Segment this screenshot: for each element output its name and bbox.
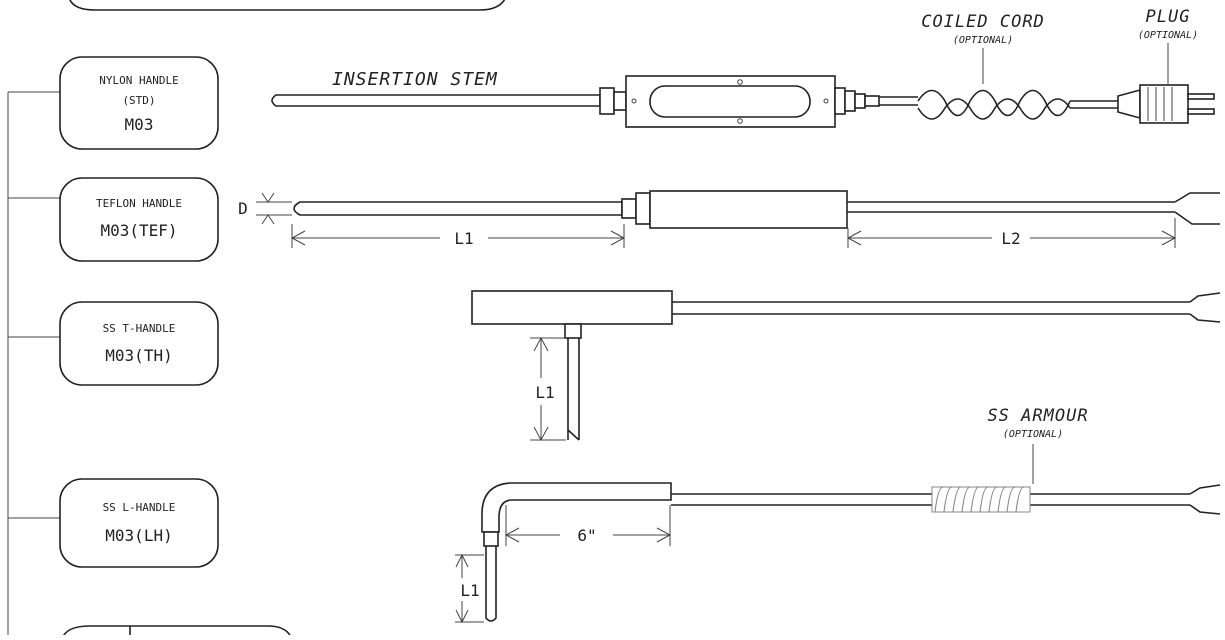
option-ss-l-handle: SS L-HANDLE M03(LH)	[59, 478, 219, 568]
option-code: M03(LH)	[105, 526, 172, 545]
option-code: M03	[125, 115, 154, 134]
bottom-partial-box	[63, 625, 293, 640]
l1-label: L1	[460, 581, 479, 600]
teflon-probe-drawing: D L1 L2	[238, 190, 1220, 248]
diameter-label: D	[238, 199, 248, 218]
l1-label: L1	[454, 229, 473, 248]
option-code: M03(TEF)	[100, 221, 177, 240]
option-teflon-handle: TEFLON HANDLE M03(TEF)	[59, 177, 219, 262]
nylon-probe-drawing: INSERTION STEM COILED	[271, 7, 1215, 128]
option-code: M03(TH)	[105, 346, 172, 365]
plug-label: PLUG	[1146, 7, 1191, 27]
ss-armour-label: SS ARMOUR	[987, 406, 1088, 426]
l2-label: L2	[1001, 229, 1020, 248]
ss-armour-note: (OPTIONAL)	[1003, 429, 1063, 440]
option-subtitle: (STD)	[122, 94, 155, 107]
l1-label: L1	[535, 383, 554, 402]
t-handle-probe-drawing: L1	[471, 290, 1221, 442]
six-inch-label: 6"	[577, 526, 596, 545]
option-title: TEFLON HANDLE	[96, 197, 182, 210]
coiled-cord-label: COILED CORD	[921, 12, 1045, 32]
plug-note: (OPTIONAL)	[1138, 30, 1198, 41]
coiled-cord-note: (OPTIONAL)	[953, 35, 1013, 46]
insertion-stem-label: INSERTION STEM	[332, 69, 498, 90]
option-connector-lines	[7, 91, 60, 635]
option-title: SS T-HANDLE	[103, 322, 176, 335]
l-handle-probe-drawing: SS ARMOUR (OPTIONAL) 6" L1	[455, 406, 1221, 624]
option-title: NYLON HANDLE	[99, 74, 178, 87]
option-ss-t-handle: SS T-HANDLE M03(TH)	[59, 301, 219, 386]
top-partial-box	[69, 0, 506, 11]
option-title: SS L-HANDLE	[103, 501, 176, 514]
option-nylon-handle: NYLON HANDLE (STD) M03	[59, 56, 219, 150]
